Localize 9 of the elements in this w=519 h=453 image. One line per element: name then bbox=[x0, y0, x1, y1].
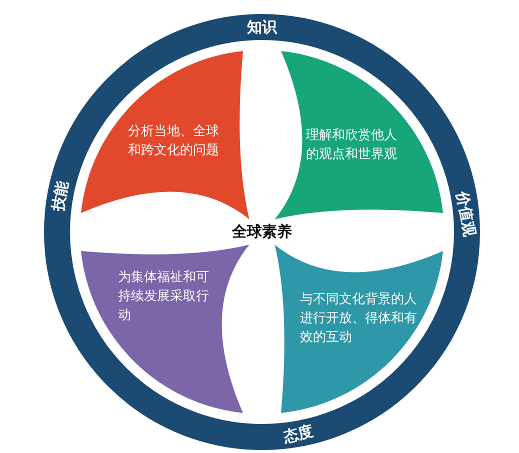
petal-text: 与不同文化背景的人进行开放、得体和有效的互动 bbox=[300, 291, 418, 347]
ring-label: 态度 bbox=[280, 421, 314, 446]
ring-label: 技能 bbox=[48, 180, 72, 213]
petal-text: 分析当地、全球和跨文化的问题 bbox=[128, 123, 220, 160]
ring-label: 知识 bbox=[247, 18, 277, 36]
petal-text: 为集体福祉和可持续发展采取行动 bbox=[118, 269, 210, 325]
outer-ring bbox=[44, 14, 480, 450]
petal-text: 理解和欣赏他人的观点和世界观 bbox=[306, 127, 398, 164]
ring-label: 价值观 bbox=[453, 190, 479, 238]
